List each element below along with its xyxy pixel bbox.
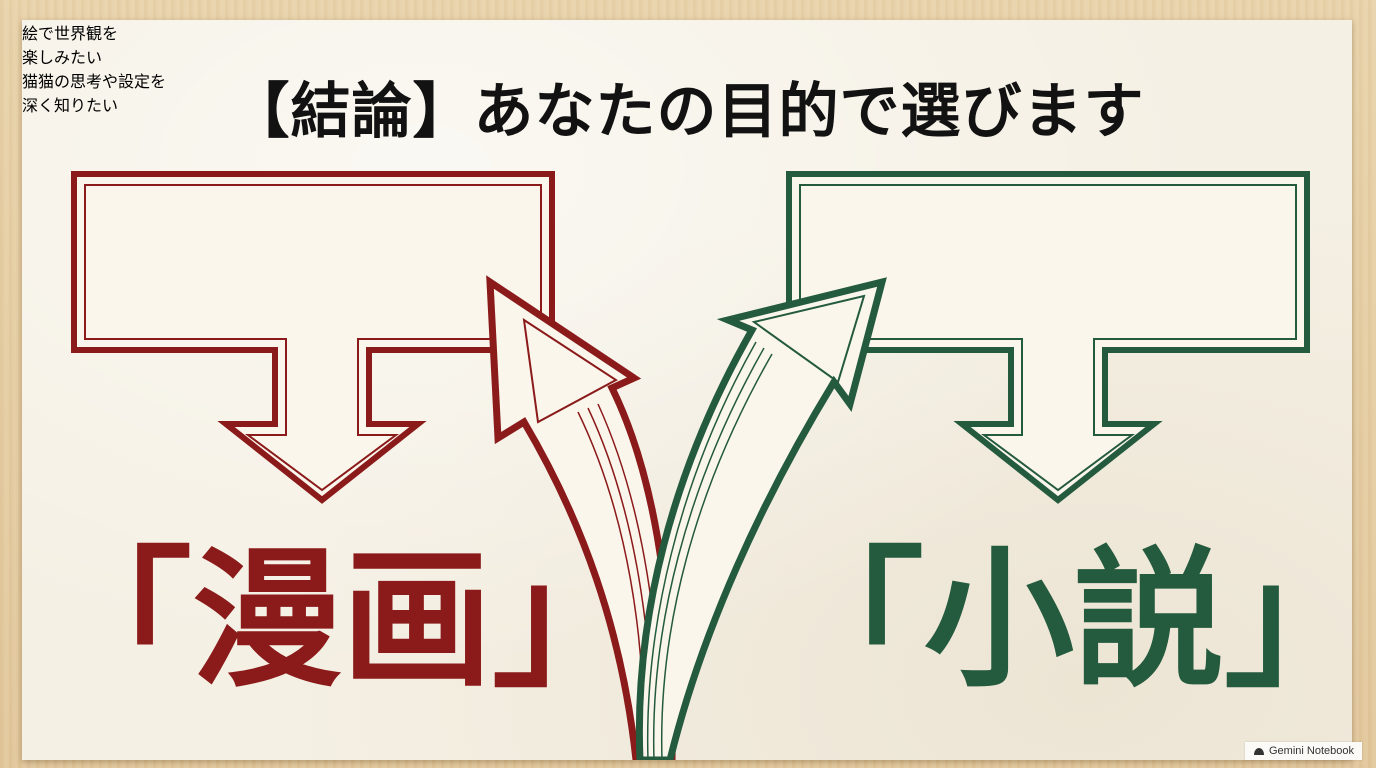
novel-result: 「小説」 (774, 532, 1352, 708)
notebook-logo-icon (1254, 748, 1264, 755)
flow-diagram (71, 171, 1310, 760)
page-title: 【結論】あなたの目的で選びます (229, 77, 1145, 147)
right-condition-text: 猫猫の思考や設定を 深く知りたい (22, 68, 526, 116)
footer-label: Gemini Notebook (1269, 745, 1354, 757)
left-box-arrow-outer (71, 171, 555, 504)
left-condition-line2: 楽しみたい (22, 48, 103, 67)
left-condition-line1: 絵で世界観を (22, 24, 119, 43)
right-box-arrow-outer (786, 171, 1310, 504)
right-condition-line2: 深く知りたい (22, 96, 119, 115)
right-condition-line1: 猫猫の思考や設定を (22, 72, 167, 91)
slide: 【結論】あなたの目的で選びます 絵で世界観を 楽しみたい 猫猫の思考や設定を 深… (22, 20, 1352, 760)
green-curved-arrow (635, 277, 887, 760)
right-box-arrow-inner (799, 184, 1297, 492)
footer-watermark: Gemini Notebook (1245, 742, 1362, 760)
manga-result: 「漫画」 (42, 532, 643, 708)
left-condition-text: 絵で世界観を 楽しみたい (22, 20, 486, 68)
